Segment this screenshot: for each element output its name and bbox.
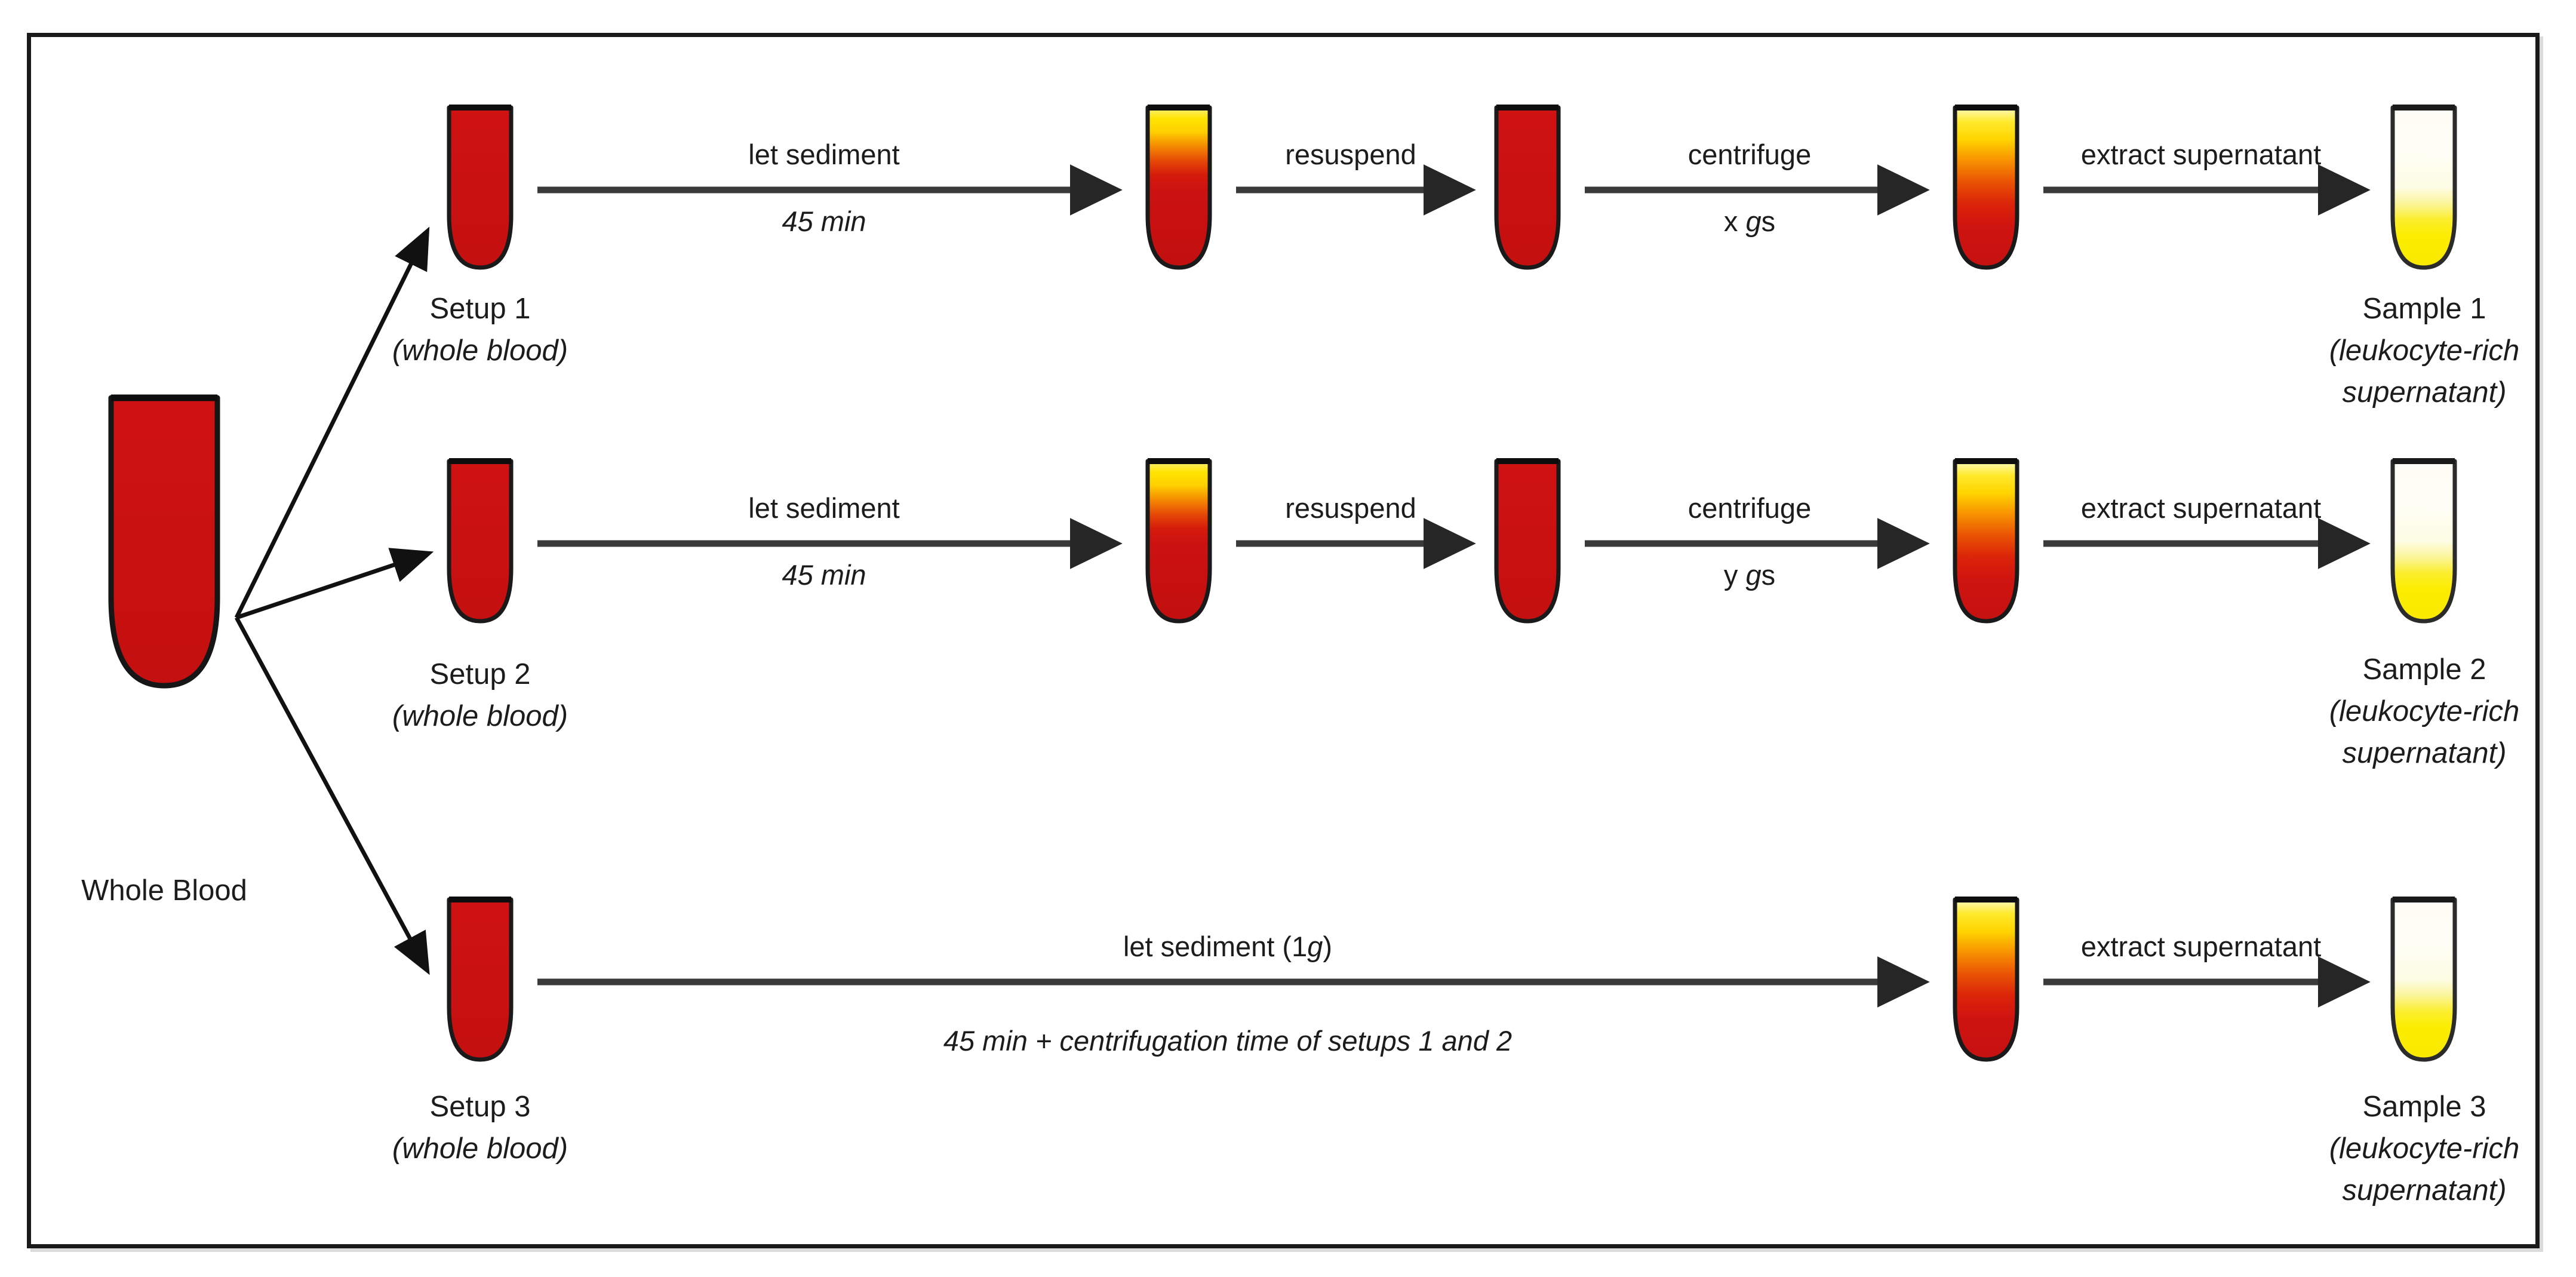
step-label-centrifuge-2: centrifuge [1687,492,1812,524]
step-sublabel-centrifuge-2: y gs [1724,557,1775,593]
centrifuge-2-g-post: s [1761,559,1776,591]
let-sediment-3-post: ) [1323,931,1333,962]
sample-label-2: Sample 2 [2362,653,2486,686]
step-label-resuspend-2: resuspend [1285,492,1416,524]
sample-sublabel-2-line2: supernatant) [2342,737,2507,769]
sample-sublabel-2-line1: (leukocyte-rich [2329,695,2520,727]
step-label-extract-supernatant-3: extract supernatant [2080,931,2322,962]
sample-sublabel-1-line2: supernatant) [2342,376,2507,409]
centrifuge-1-g-symbol: g [1745,205,1762,237]
setup-sublabel-1: (whole blood) [392,334,568,367]
step-label-let-sediment-3: let sediment (1g) [1123,928,1332,965]
step-sublabel-let-sediment-1: 45 min [782,205,866,237]
centrifuge-2-g-symbol: g [1745,559,1762,591]
let-sediment-3-g-symbol: g [1307,931,1323,962]
step-label-let-sediment-1: let sediment [748,139,900,170]
step-label-extract-supernatant-2: extract supernatant [2080,492,2322,524]
diagram-frame [27,33,2540,1248]
sample-label-1: Sample 1 [2362,293,2486,325]
setup-label-3: Setup 3 [429,1091,531,1123]
step-label-resuspend-1: resuspend [1285,139,1416,170]
step-sublabel-let-sediment-3: 45 min + centrifugation time of setups 1… [943,1025,1513,1057]
setup-sublabel-3: (whole blood) [392,1132,568,1165]
step-sublabel-let-sediment-2: 45 min [782,559,866,591]
sample-label-3: Sample 3 [2362,1091,2486,1123]
whole-blood-label: Whole Blood [81,874,247,907]
step-label-let-sediment-2: let sediment [748,492,900,524]
step-label-centrifuge-1: centrifuge [1687,139,1812,170]
centrifuge-1-g-post: s [1761,205,1776,237]
setup-sublabel-2: (whole blood) [392,700,568,732]
sample-sublabel-1-line1: (leukocyte-rich [2329,334,2520,367]
setup-label-2: Setup 2 [429,658,531,690]
step-label-extract-supernatant-1: extract supernatant [2080,139,2322,170]
let-sediment-3-pre: let sediment (1 [1123,931,1308,962]
centrifuge-2-g-pre: y [1723,559,1746,591]
sample-sublabel-3-line1: (leukocyte-rich [2329,1132,2520,1165]
step-sublabel-centrifuge-1: x gs [1724,203,1775,240]
centrifuge-1-g-pre: x [1723,205,1746,237]
setup-label-1: Setup 1 [429,293,531,325]
sample-sublabel-3-line2: supernatant) [2342,1174,2507,1207]
